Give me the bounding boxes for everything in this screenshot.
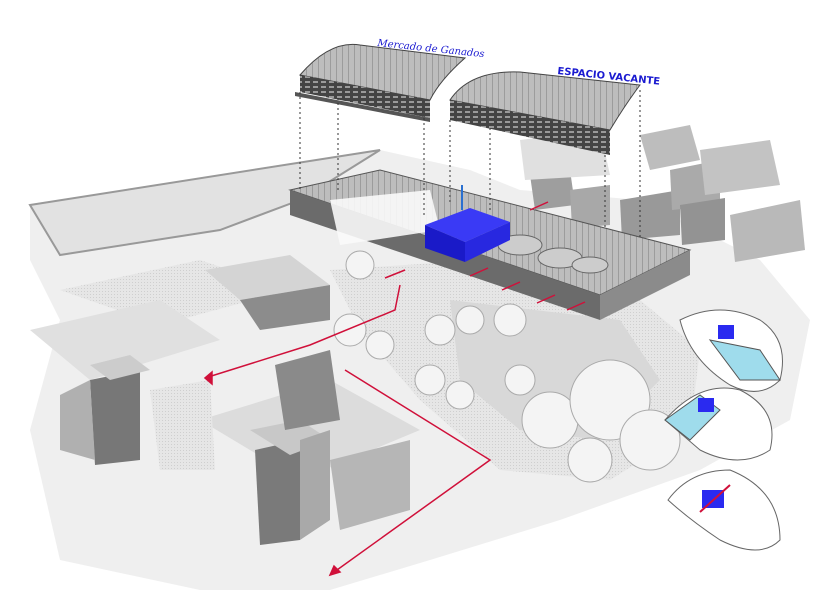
phase-diagram-2 <box>664 387 773 461</box>
phase-diagram-3 <box>667 469 781 551</box>
pedestrian-routes <box>203 201 586 577</box>
projection-lines <box>299 90 641 240</box>
blue-pavilion <box>425 185 510 262</box>
phase-diagram-1 <box>679 309 783 392</box>
buildings-left <box>30 255 420 545</box>
floating-roof-mercado <box>295 43 467 122</box>
trees <box>333 250 681 483</box>
floating-roof-vacante <box>449 71 641 155</box>
buildings-right <box>520 125 805 262</box>
